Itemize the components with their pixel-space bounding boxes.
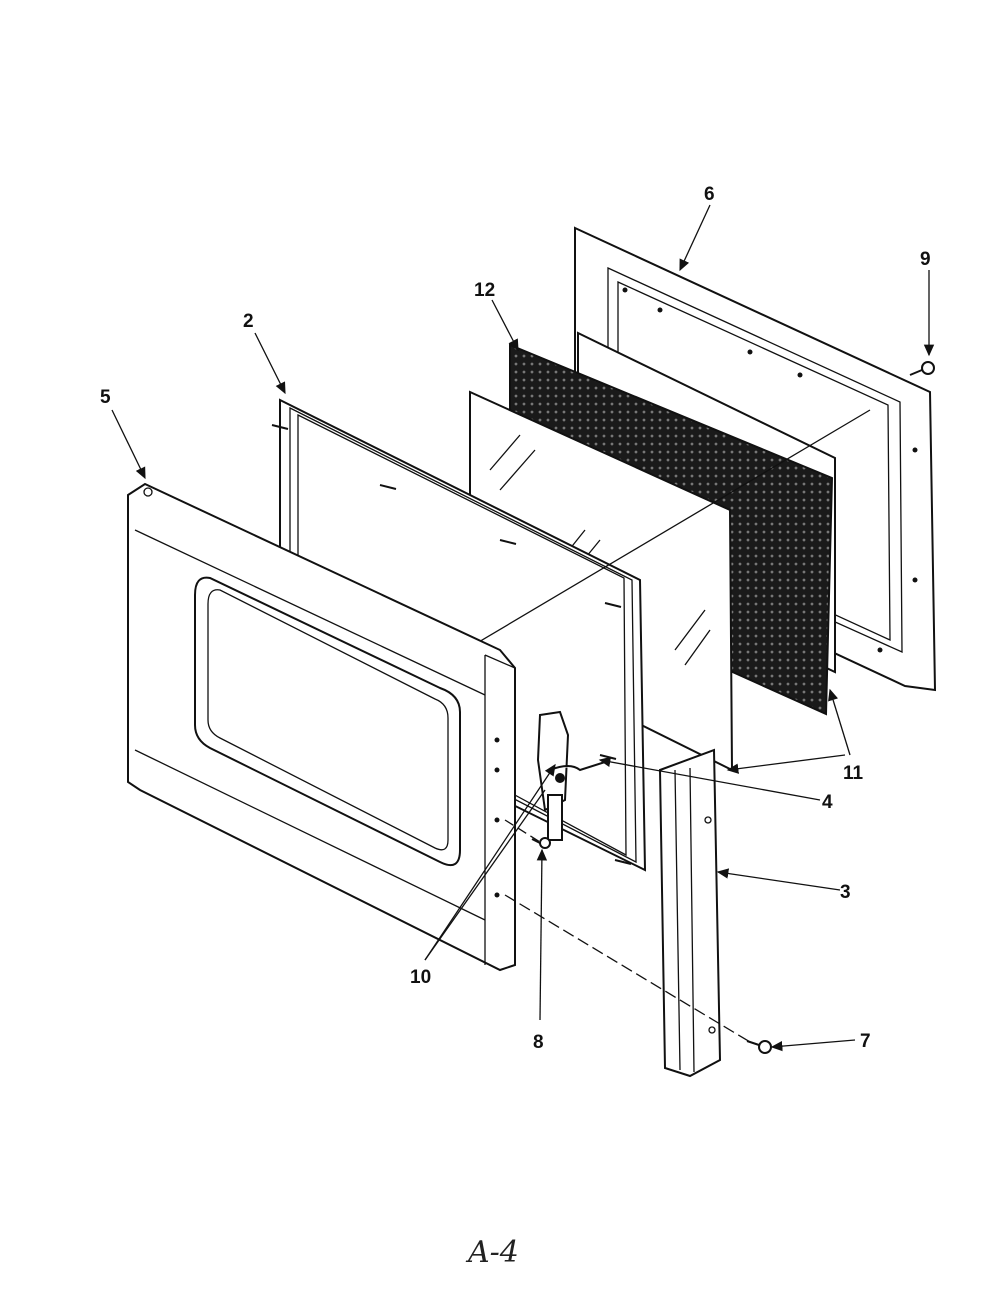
hinge-strip-part-3 [658, 748, 722, 1078]
label-11: 11 [843, 763, 864, 784]
label-10: 10 [410, 967, 431, 988]
label-5: 5 [100, 387, 111, 408]
label-3: 3 [840, 882, 851, 903]
page-number: A-4 [465, 1235, 519, 1270]
label-9: 9 [920, 249, 931, 270]
label-12: 12 [474, 280, 495, 301]
screw-alignment-line [504, 894, 751, 1043]
front-door-part-5 [127, 482, 516, 972]
door-latch-part-10 [536, 710, 606, 841]
label-2: 2 [243, 311, 254, 332]
label-7: 7 [860, 1031, 871, 1052]
label-6: 6 [704, 184, 715, 205]
assembly-axis-line [439, 409, 871, 666]
screw-part-8 [531, 837, 551, 849]
screw-part-7 [746, 1040, 772, 1054]
leader-lines [111, 204, 935, 1052]
label-4: 4 [822, 792, 833, 813]
label-8: 8 [533, 1032, 544, 1053]
screw-part-9 [909, 361, 935, 376]
